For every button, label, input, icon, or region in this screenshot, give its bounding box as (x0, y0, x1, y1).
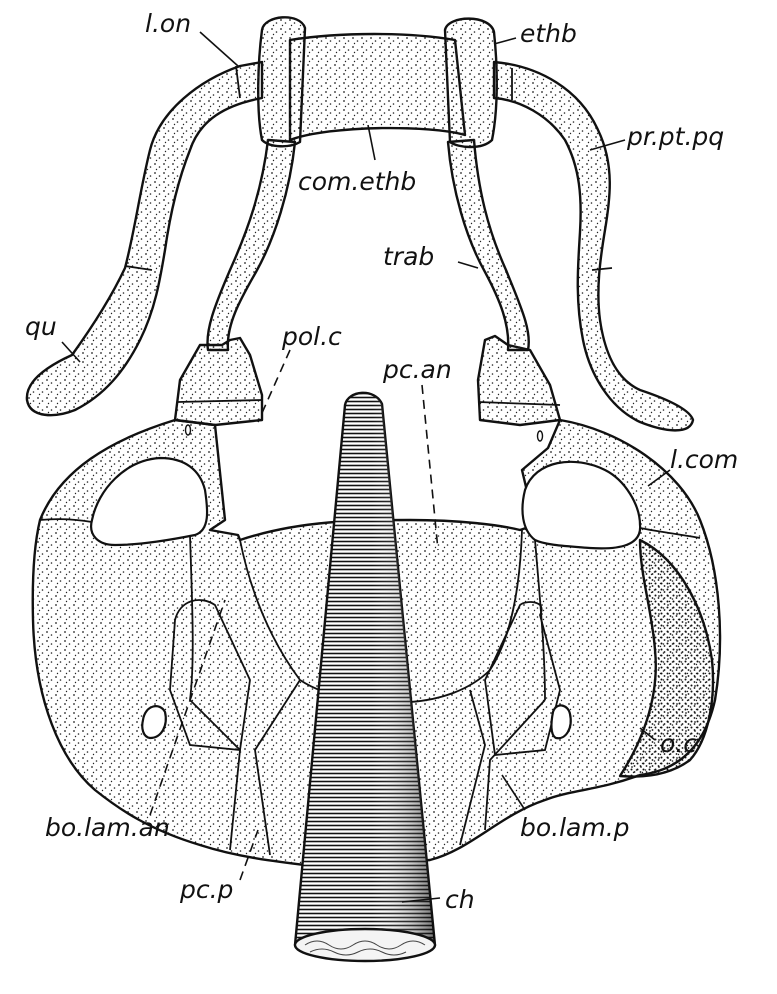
label-bo-lam-p: bo.lam.p (520, 813, 630, 842)
leader-com-ethb (368, 125, 375, 160)
label-l-on: l.on (145, 9, 191, 38)
left-trabecula (207, 140, 295, 350)
leader-pol-c (258, 350, 290, 422)
label-pr-pt-pq: pr.pt.pq (626, 122, 724, 151)
right-trabecula (448, 140, 529, 350)
left-foramen (142, 706, 165, 738)
right-small-foramen (538, 431, 543, 441)
left-ethmoid-block (258, 17, 305, 146)
label-o-c: o.c (660, 729, 697, 758)
leader-trab (458, 262, 478, 268)
label-l-com: l.com (670, 445, 738, 474)
ethmoid-commissure (290, 34, 465, 140)
label-ethb: ethb (520, 19, 577, 48)
label-pc-an: pc.an (382, 355, 452, 384)
label-pc-p: pc.p (179, 875, 233, 904)
label-qu: qu (25, 312, 57, 341)
label-pol-c: pol.c (281, 322, 342, 351)
left-small-foramen (186, 425, 191, 435)
notochord-end (295, 929, 435, 961)
right-foramen (551, 705, 570, 738)
label-bo-lam-an: bo.lam.an (45, 813, 170, 842)
label-ch: ch (445, 885, 475, 914)
label-trab: trab (383, 242, 434, 271)
label-com-ethb: com.ethb (298, 167, 416, 196)
right-ethmoid-block (445, 19, 497, 147)
leader-ethb (494, 38, 516, 44)
leader-l-on (200, 32, 238, 66)
